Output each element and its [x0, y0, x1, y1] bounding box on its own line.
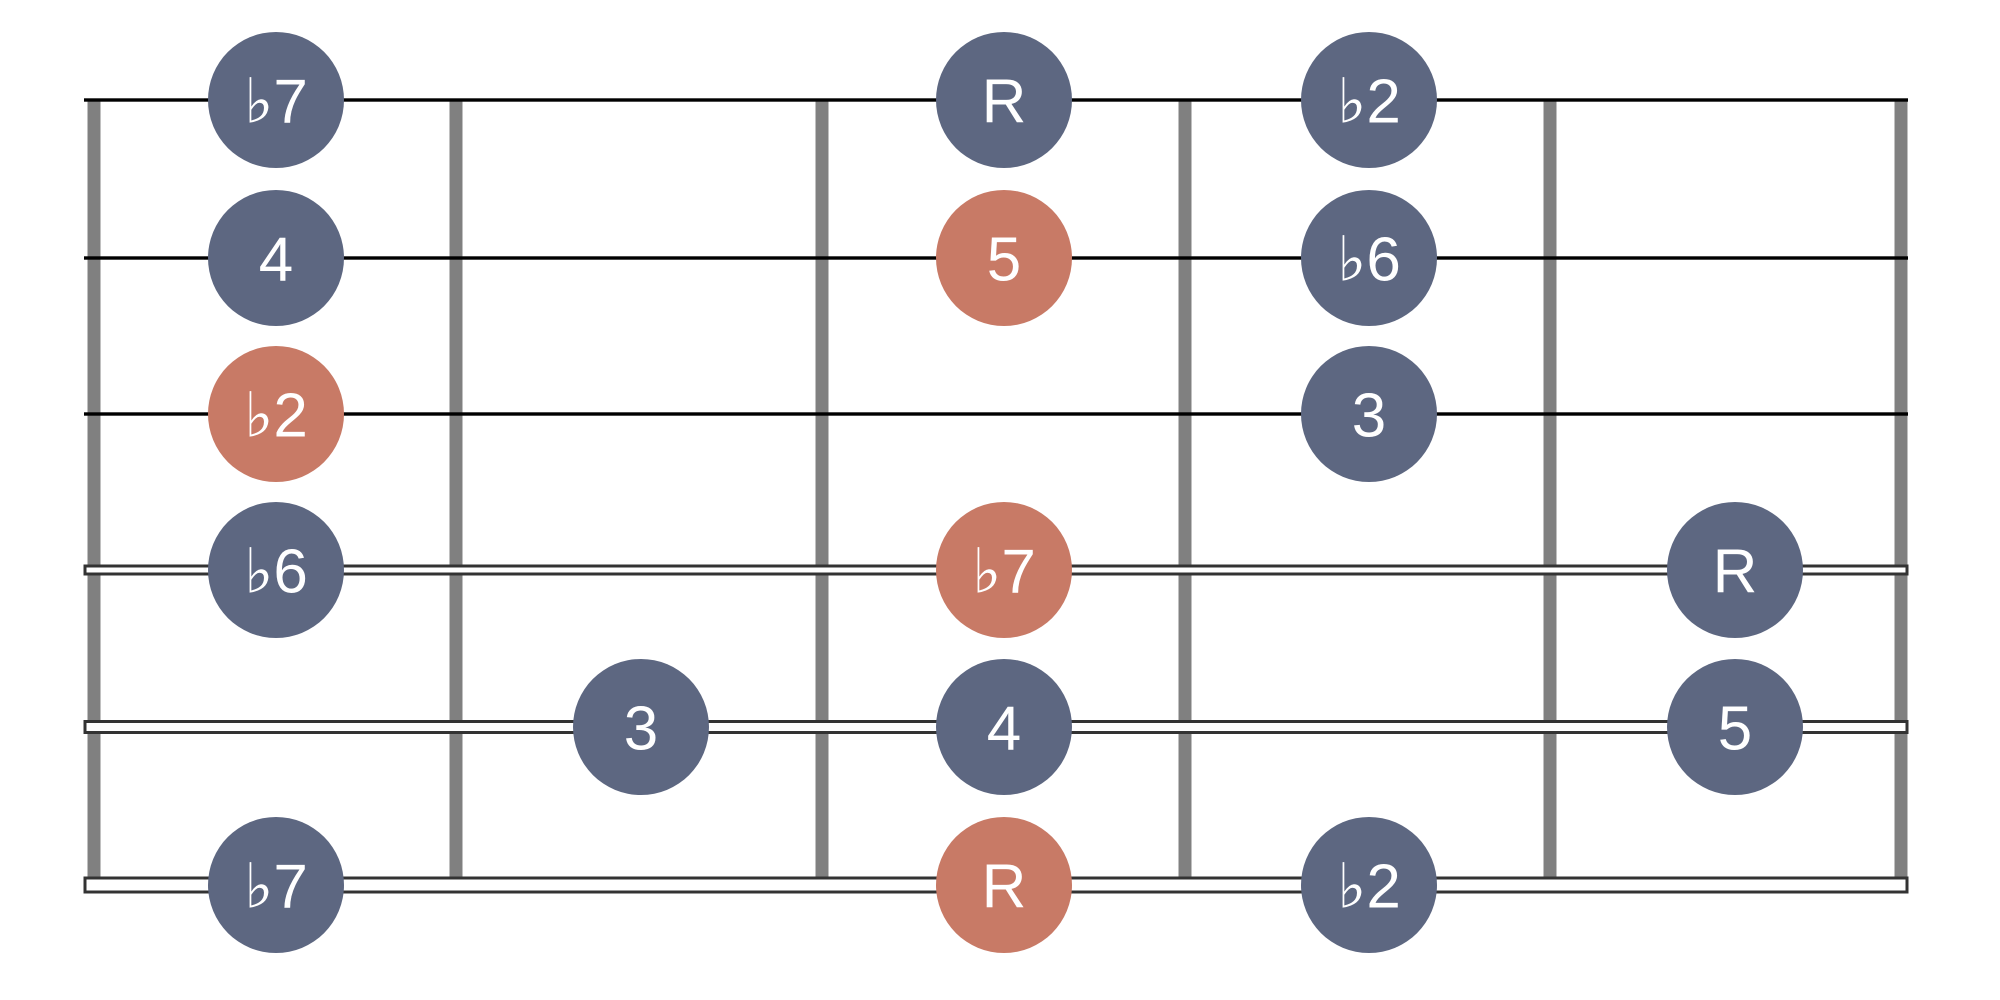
note-dot	[573, 659, 709, 795]
fret-line-3	[1178, 100, 1192, 893]
note-label: 4	[987, 695, 1021, 764]
note-label: ♭7	[244, 853, 308, 922]
string-3	[84, 412, 1908, 416]
note-dot	[1301, 817, 1437, 953]
note-label: 5	[987, 226, 1021, 295]
note-label: 5	[1718, 695, 1752, 764]
note-dot	[936, 32, 1072, 168]
note-label: R	[982, 853, 1027, 922]
note-dot	[1301, 346, 1437, 482]
note-dot	[1667, 659, 1803, 795]
note-dot	[936, 817, 1072, 953]
fret-line-4	[1543, 100, 1557, 893]
note-label: ♭7	[244, 68, 308, 137]
note-dot	[208, 190, 344, 326]
fret-line-0	[87, 100, 101, 893]
note-label: ♭7	[972, 538, 1036, 607]
fret-line-1	[449, 100, 463, 893]
fret-line-2	[815, 100, 829, 893]
note-dot	[208, 346, 344, 482]
note-dot	[936, 190, 1072, 326]
note-dot	[1301, 190, 1437, 326]
note-label: 3	[624, 695, 658, 764]
note-label: ♭2	[244, 382, 308, 451]
note-label: 4	[259, 226, 293, 295]
note-dot	[936, 502, 1072, 638]
note-dot	[1301, 32, 1437, 168]
note-label: ♭2	[1337, 68, 1401, 137]
note-label: R	[1713, 538, 1758, 607]
note-label: 3	[1352, 382, 1386, 451]
note-label: ♭6	[1337, 226, 1401, 295]
note-dot	[208, 817, 344, 953]
note-label: R	[982, 68, 1027, 137]
note-dot	[1667, 502, 1803, 638]
fret-line-5	[1894, 100, 1908, 893]
note-label: ♭6	[244, 538, 308, 607]
note-label: ♭2	[1337, 853, 1401, 922]
note-dot	[208, 32, 344, 168]
note-dot	[208, 502, 344, 638]
note-dot	[936, 659, 1072, 795]
